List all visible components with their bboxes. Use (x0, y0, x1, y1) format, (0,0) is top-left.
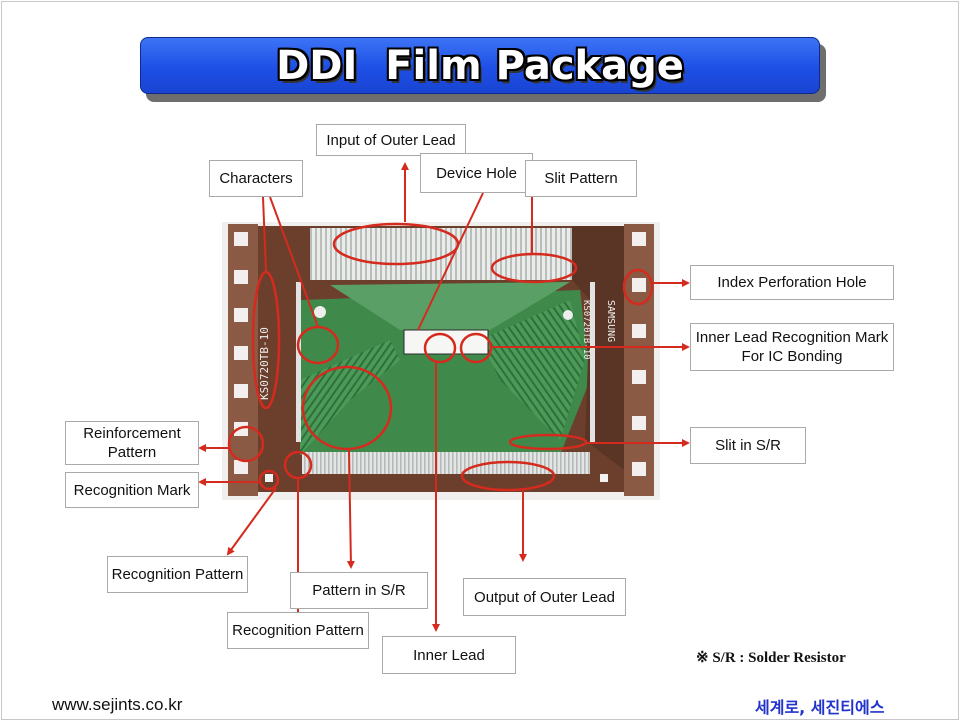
solder-resistor-note: ※ S/R : Solder Resistor (696, 650, 846, 666)
label-inner-lead: Inner Lead (382, 636, 516, 674)
label-inner-lead-recognition-mark: Inner Lead Recognition Mark For IC Bondi… (690, 323, 894, 371)
label-recognition-pattern-1: Recognition Pattern (107, 556, 248, 593)
leader-recognition-pattern-1 (226, 487, 277, 556)
leader-characters-1 (262, 196, 267, 273)
ellipse-output-outer-lead (460, 460, 556, 492)
right-perforation-holes (632, 232, 646, 476)
leader-pattern-sr (346, 448, 355, 569)
leader-characters-2 (269, 196, 319, 328)
ellipse-index-hole (622, 268, 654, 306)
film-photo: KS0720TB-10 KS0720TB-10 SAMSUNG (222, 222, 660, 500)
page-title: DDI Film Package (276, 42, 684, 89)
left-perforation-holes (234, 232, 248, 474)
label-characters: Characters (209, 160, 303, 197)
right-slit (590, 282, 595, 442)
fan-out-top (330, 282, 570, 330)
label-index-perforation-hole: Index Perforation Hole (690, 265, 894, 300)
label-reinforcement-pattern: Reinforcement Pattern (65, 421, 199, 465)
ellipse-pattern-sr (301, 365, 393, 451)
label-device-hole: Device Hole (420, 153, 533, 193)
output-lead-window (302, 452, 590, 474)
ellipse-recognition-mark (258, 469, 280, 491)
ellipse-reinforcement (227, 425, 265, 463)
label-slit-pattern: Slit Pattern (525, 160, 637, 197)
label-input-outer-lead: Input of Outer Lead (316, 124, 466, 156)
leader-device-hole (417, 192, 484, 331)
ellipse-device-hole (423, 332, 457, 364)
label-output-outer-lead: Output of Outer Lead (463, 578, 626, 616)
annotation-ellipses (227, 222, 654, 492)
footer-website: www.sejints.co.kr (52, 695, 183, 714)
ellipse-slit-pattern (490, 252, 578, 284)
left-slit (296, 282, 301, 442)
fan-out-right (480, 300, 585, 440)
tape-text-left: KS0720TB-10 (258, 327, 271, 400)
fan-out-left (300, 340, 400, 455)
footer-company: 세계로, 세진티에스 (755, 698, 885, 717)
title-bar: DDI Film Package (140, 37, 820, 94)
right-sprocket-strip (624, 224, 654, 496)
tape-text-right-1: KS0720TB-10 (581, 300, 591, 360)
recognition-dot-top (314, 306, 326, 318)
label-slit-in-sr: Slit in S/R (690, 427, 806, 464)
recognition-dot-right (563, 310, 573, 320)
label-recognition-mark: Recognition Mark (65, 472, 199, 508)
recognition-mark-square (265, 474, 273, 482)
label-pattern-in-sr: Pattern in S/R (290, 572, 428, 609)
tape-text-right-2: SAMSUNG (605, 300, 616, 342)
recognition-mark-square-right (600, 474, 608, 482)
label-recognition-pattern-2: Recognition Pattern (227, 612, 369, 649)
